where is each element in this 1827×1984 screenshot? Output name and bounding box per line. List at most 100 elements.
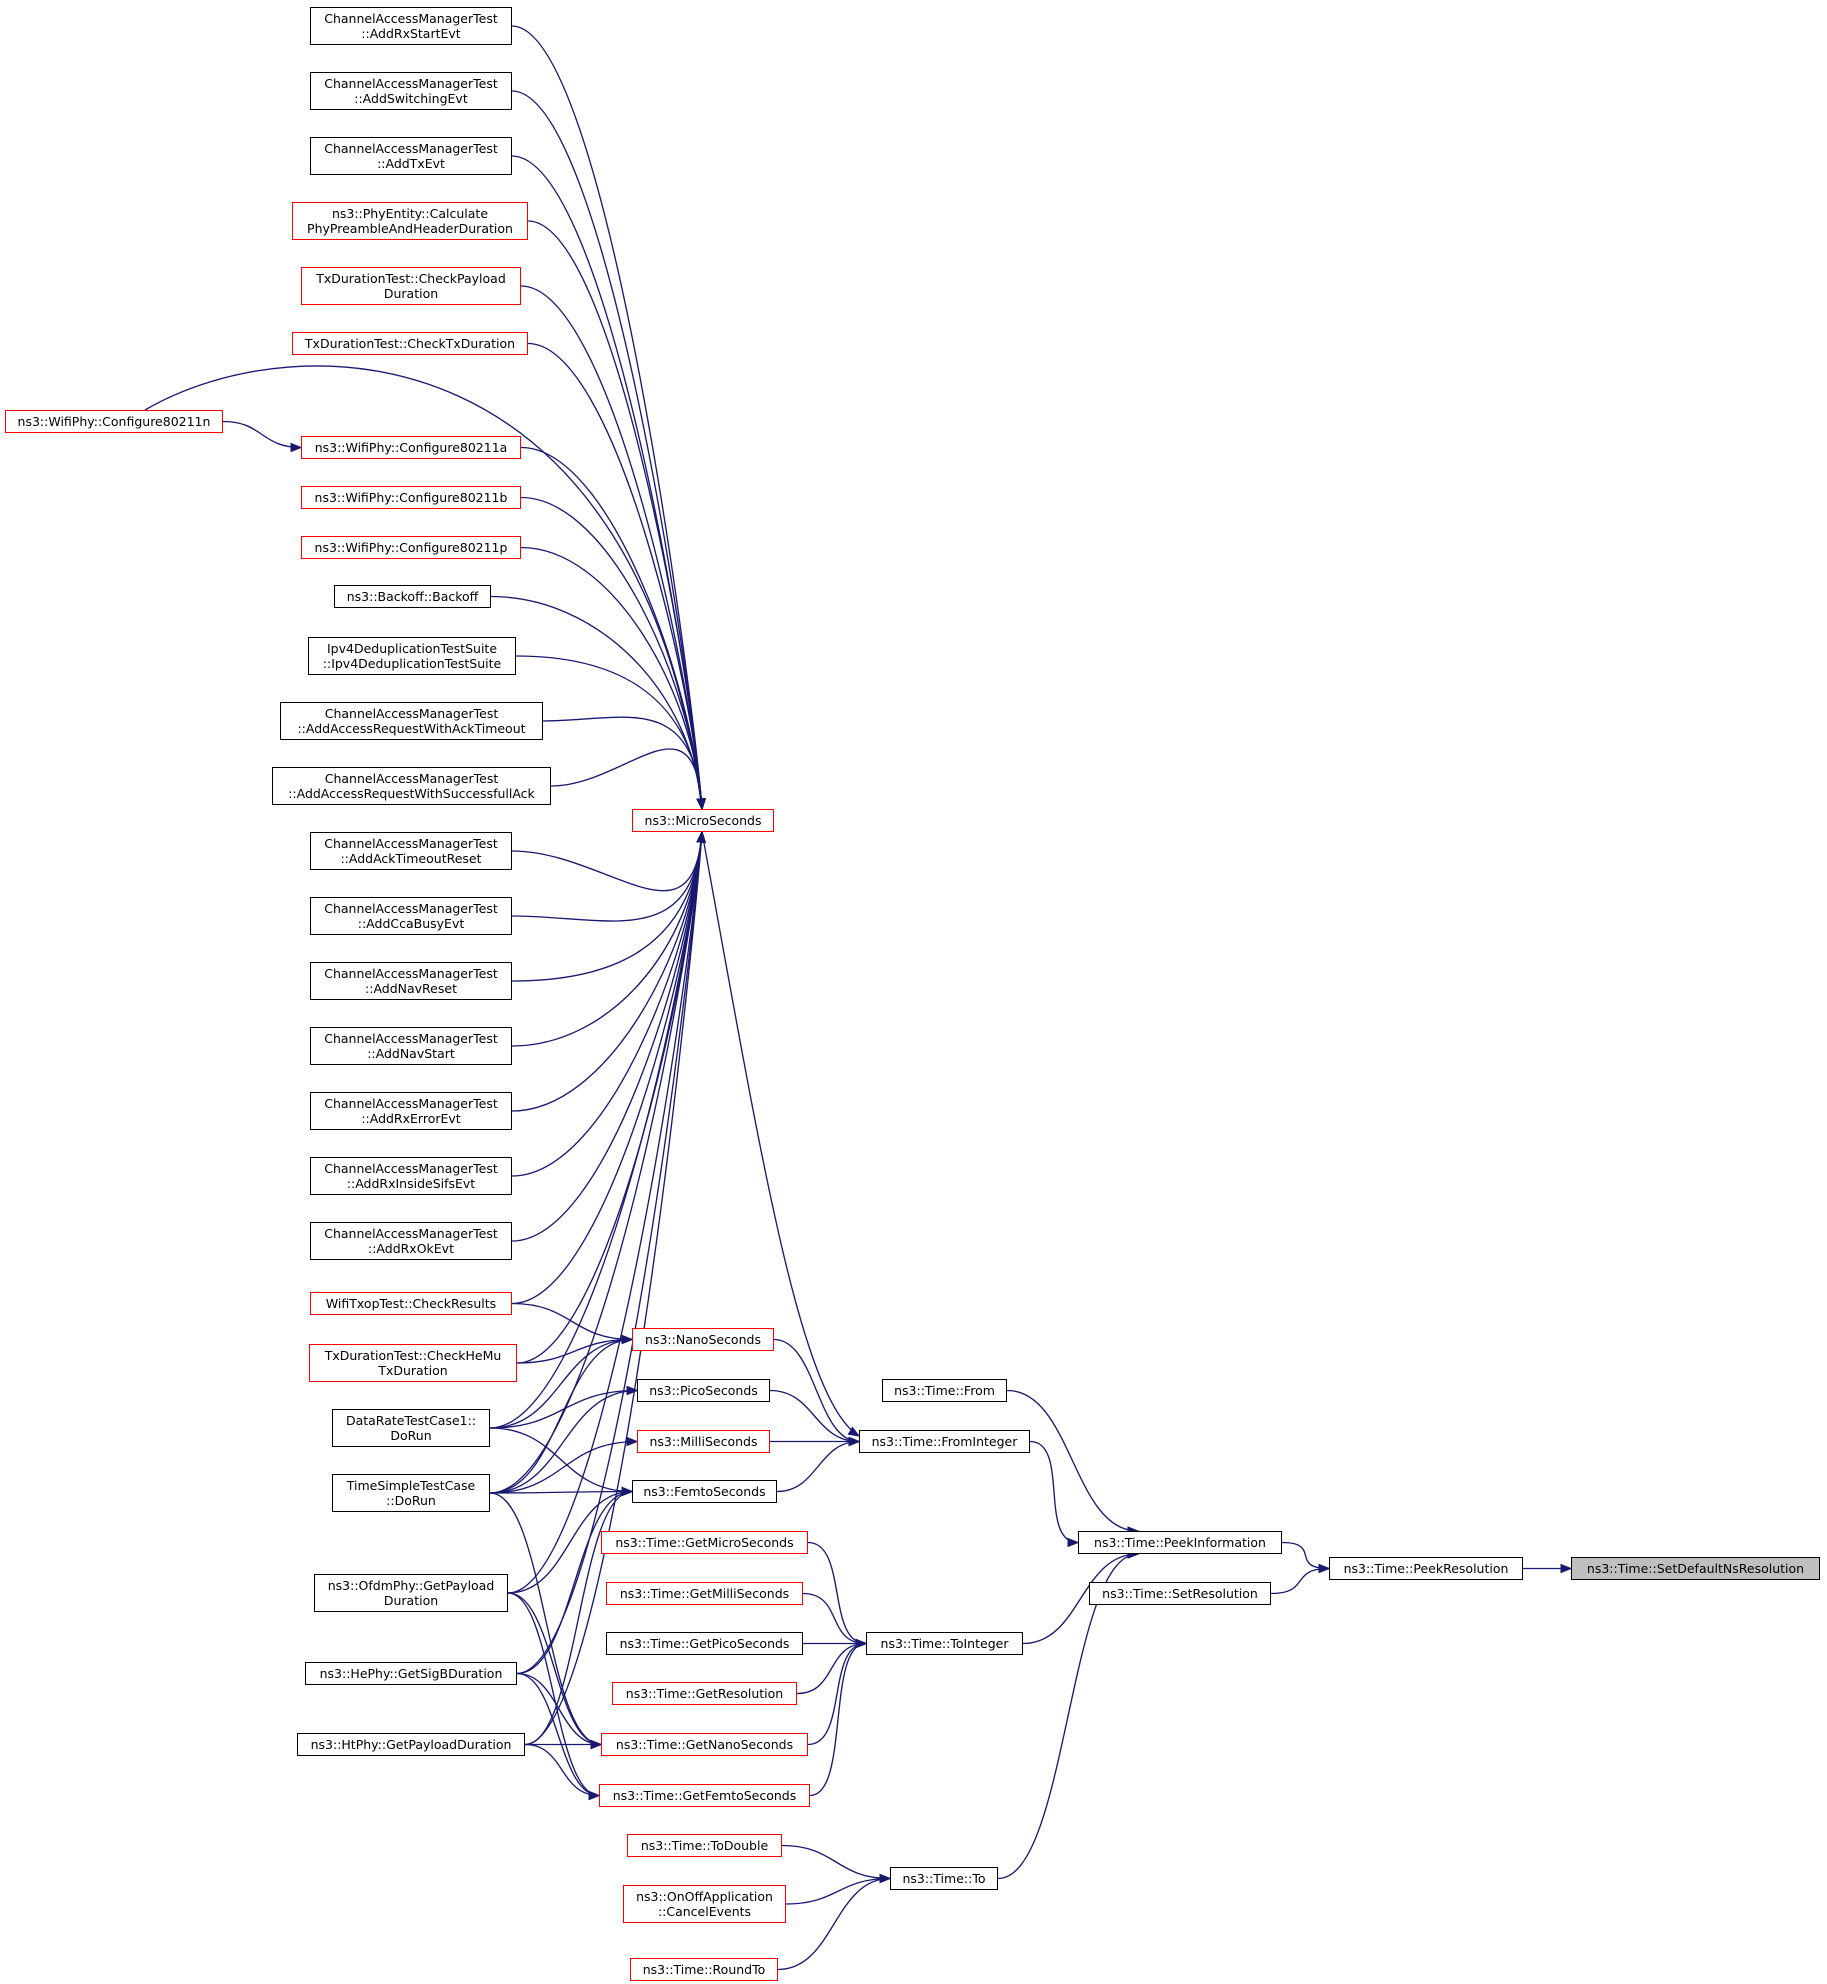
graph-node[interactable]: ns3::WifiPhy::Configure80211b: [301, 486, 521, 509]
graph-node[interactable]: ChannelAccessManagerTest ::AddNavStart: [310, 1027, 512, 1065]
call-edge: [511, 831, 703, 892]
graph-node[interactable]: ChannelAccessManagerTest ::AddTxEvt: [310, 137, 512, 175]
graph-node[interactable]: ns3::Time::GetFemtoSeconds: [599, 1784, 810, 1807]
graph-node[interactable]: ns3::Time::SetDefaultNsResolution: [1571, 1557, 1820, 1580]
call-edge: [1281, 1541, 1330, 1570]
graph-node[interactable]: ns3::PhyEntity::Calculate PhyPreambleAnd…: [292, 202, 528, 240]
call-edge: [511, 1302, 633, 1341]
graph-node[interactable]: ns3::FemtoSeconds: [632, 1480, 777, 1503]
graph-node[interactable]: ns3::Time::ToInteger: [866, 1632, 1023, 1655]
graph-node[interactable]: ns3::Time::GetPicoSeconds: [606, 1632, 803, 1655]
arrowhead: [590, 1739, 603, 1750]
graph-node[interactable]: ChannelAccessManagerTest ::AddAccessRequ…: [272, 767, 551, 805]
graph-node[interactable]: ChannelAccessManagerTest ::AddNavReset: [310, 962, 512, 1000]
arrowhead: [626, 1436, 639, 1447]
graph-node[interactable]: Ipv4DeduplicationTestSuite ::Ipv4Dedupli…: [308, 637, 516, 675]
graph-node[interactable]: ns3::Time::ToDouble: [627, 1834, 782, 1857]
graph-node[interactable]: ChannelAccessManagerTest ::AddRxOkEvt: [310, 1222, 512, 1260]
graph-node[interactable]: ns3::Time::To: [890, 1867, 998, 1890]
call-edge: [520, 496, 703, 810]
arrowhead: [848, 1436, 861, 1447]
graph-node[interactable]: TxDurationTest::CheckTxDuration: [292, 332, 528, 355]
graph-node[interactable]: ns3::Time::From: [882, 1379, 1007, 1402]
graph-node[interactable]: ns3::Time::PeekResolution: [1329, 1557, 1523, 1580]
graph-node[interactable]: ChannelAccessManagerTest ::AddAccessRequ…: [280, 702, 543, 740]
graph-node[interactable]: ChannelAccessManagerTest ::AddAckTimeout…: [310, 832, 512, 870]
graph-node[interactable]: ns3::NanoSeconds: [632, 1328, 774, 1351]
graph-node[interactable]: ns3::Backoff::Backoff: [334, 585, 491, 608]
call-edge: [516, 1490, 633, 1675]
graph-node[interactable]: ChannelAccessManagerTest ::AddRxInsideSi…: [310, 1157, 512, 1195]
call-edge: [796, 1642, 867, 1695]
graph-node[interactable]: ns3::HtPhy::GetPayloadDuration: [297, 1733, 525, 1756]
graph-node[interactable]: ns3::Time::GetMicroSeconds: [601, 1531, 808, 1554]
call-edge: [776, 1440, 860, 1493]
arrowhead: [1560, 1563, 1573, 1574]
graph-node[interactable]: ns3::OnOffApplication ::CancelEvents: [623, 1885, 786, 1923]
graph-node[interactable]: ns3::Time::SetResolution: [1089, 1582, 1271, 1605]
graph-node[interactable]: ns3::Time::FromInteger: [859, 1430, 1030, 1453]
call-edge: [489, 1389, 638, 1429]
call-edge: [507, 1490, 633, 1594]
call-edge: [997, 1553, 1139, 1880]
graph-node[interactable]: ns3::OfdmPhy::GetPayload Duration: [314, 1574, 508, 1612]
arrowhead: [626, 1385, 639, 1396]
graph-node[interactable]: ns3::Time::GetResolution: [612, 1682, 797, 1705]
call-edge: [524, 1490, 633, 1746]
graph-node[interactable]: ChannelAccessManagerTest ::AddCcaBusyEvt: [310, 897, 512, 935]
call-edge: [516, 1338, 633, 1364]
call-edge: [1270, 1567, 1330, 1595]
call-edge: [527, 342, 703, 810]
graph-node[interactable]: ns3::WifiPhy::Configure80211p: [301, 536, 521, 559]
arrowhead: [855, 1638, 868, 1649]
call-edge: [511, 831, 703, 1242]
call-edge: [524, 1743, 600, 1797]
call-edge: [802, 1592, 867, 1645]
call-edge: [773, 1338, 860, 1443]
call-edge: [507, 831, 703, 1594]
graph-node[interactable]: ns3::MilliSeconds: [637, 1430, 770, 1453]
graph-node[interactable]: TimeSimpleTestCase ::DoRun: [332, 1474, 490, 1512]
call-edge: [507, 1592, 600, 1797]
call-edge: [511, 831, 703, 1047]
arrowhead: [847, 1426, 861, 1437]
graph-node[interactable]: ns3::WifiPhy::Configure80211n: [5, 410, 223, 433]
graph-node[interactable]: ChannelAccessManagerTest ::AddRxStartEvt: [310, 7, 512, 45]
graph-node[interactable]: ChannelAccessManagerTest ::AddRxErrorEvt: [310, 1092, 512, 1130]
call-edge: [489, 1492, 602, 1746]
graph-node[interactable]: ns3::Time::RoundTo: [630, 1958, 778, 1981]
graph-node[interactable]: ns3::MicroSeconds: [632, 809, 774, 832]
graph-node[interactable]: ns3::Time::GetNanoSeconds: [601, 1733, 808, 1756]
arrowhead: [879, 1873, 892, 1884]
call-edge: [1022, 1553, 1139, 1645]
call-edge: [550, 748, 703, 810]
call-edge: [809, 1642, 867, 1797]
graph-node[interactable]: WifiTxopTest::CheckResults: [310, 1292, 512, 1315]
call-edge: [527, 220, 703, 810]
graph-node[interactable]: ChannelAccessManagerTest ::AddSwitchingE…: [310, 72, 512, 110]
call-edge: [489, 1490, 633, 1494]
call-edge: [520, 285, 703, 810]
graph-node[interactable]: TxDurationTest::CheckPayload Duration: [301, 267, 521, 305]
graph-node[interactable]: DataRateTestCase1:: DoRun: [332, 1409, 490, 1447]
call-edge: [144, 365, 703, 810]
call-edge: [781, 1844, 891, 1880]
call-edge: [489, 1338, 633, 1429]
graph-node[interactable]: ns3::Time::PeekInformation: [1078, 1531, 1282, 1554]
graph-node[interactable]: TxDurationTest::CheckHeMu TxDuration: [309, 1344, 517, 1382]
graph-node[interactable]: ns3::Time::GetMilliSeconds: [606, 1582, 803, 1605]
arrowhead: [1067, 1537, 1080, 1548]
graph-node[interactable]: ns3::HePhy::GetSigBDuration: [305, 1662, 517, 1685]
call-edge: [542, 716, 703, 810]
call-edge: [785, 1877, 891, 1905]
graph-node[interactable]: ns3::WifiPhy::Configure80211a: [301, 436, 521, 459]
arrowhead: [588, 1790, 601, 1801]
call-edge: [507, 1592, 602, 1746]
call-edge: [489, 1338, 633, 1494]
call-edge: [511, 831, 703, 982]
graph-node[interactable]: ns3::PicoSeconds: [637, 1379, 770, 1402]
call-edge: [511, 831, 703, 1112]
call-edge: [701, 831, 860, 1437]
